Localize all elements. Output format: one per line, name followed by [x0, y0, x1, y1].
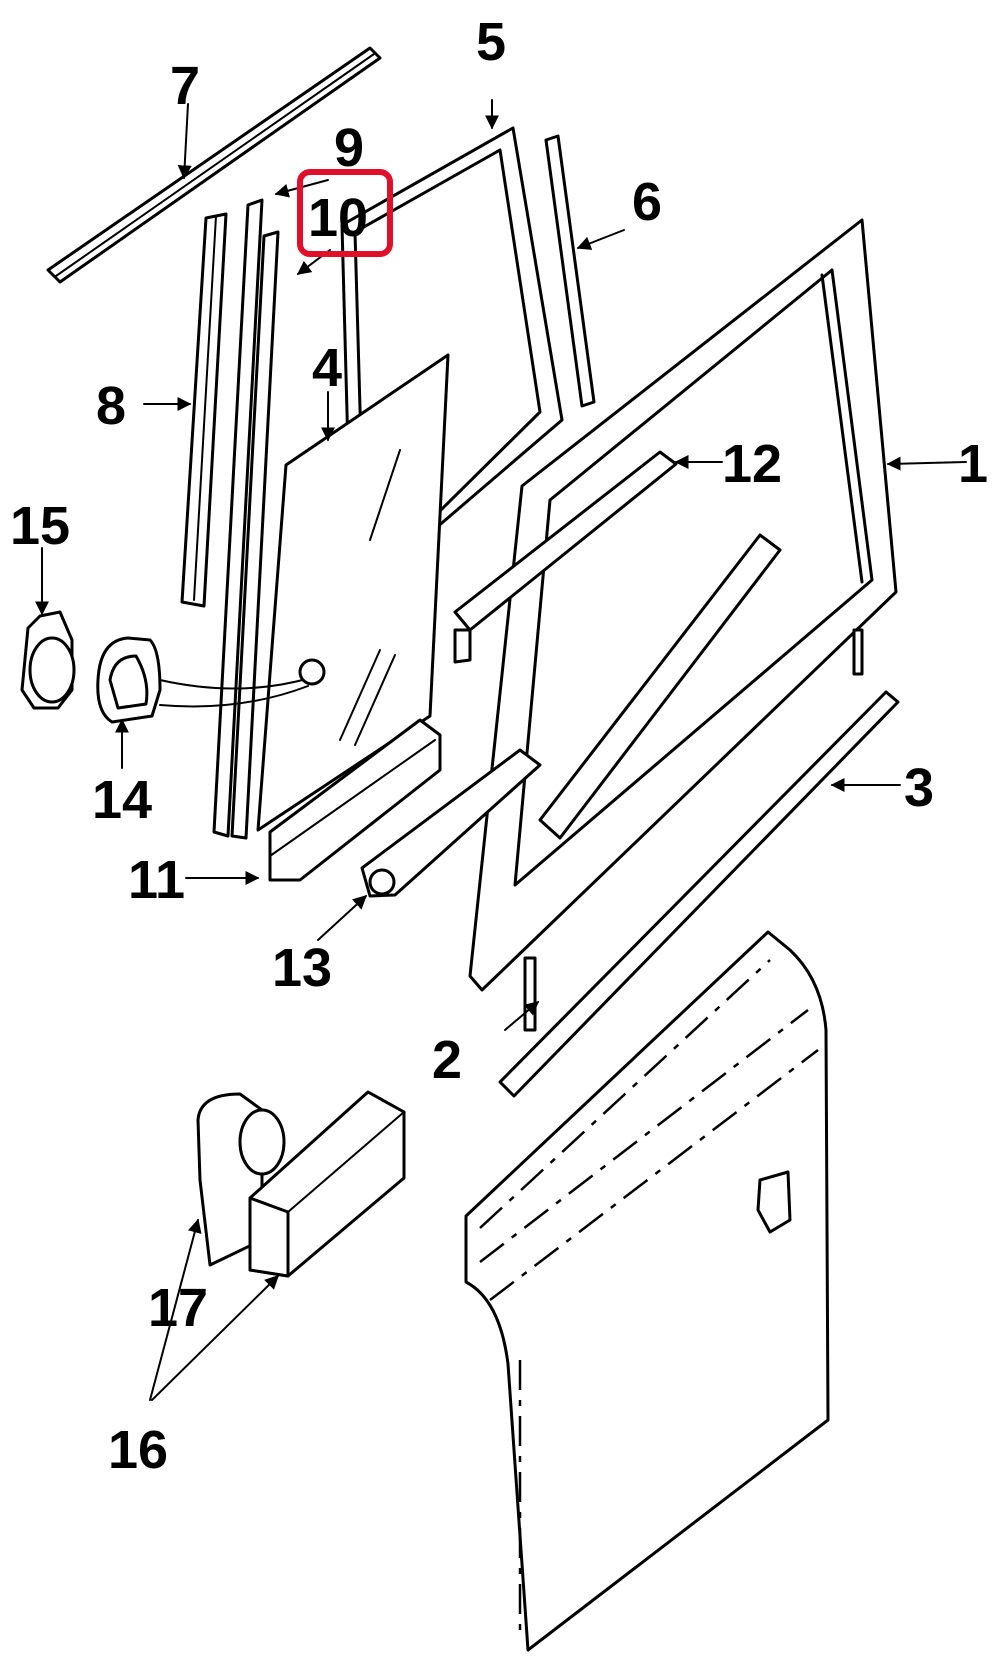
inner-runner [538, 533, 782, 840]
callout-1: 1 [958, 434, 988, 494]
part-14-escutcheon [96, 636, 326, 724]
pin-upper [852, 628, 864, 676]
callout-3: 3 [904, 758, 934, 818]
callout-11: 11 [128, 850, 185, 910]
part-15-bezel [20, 610, 76, 710]
callout-4: 4 [312, 338, 342, 398]
callout-8: 8 [96, 376, 126, 436]
part-17-cylinder [196, 1092, 286, 1267]
part-4-glass-pane [256, 353, 450, 832]
part-8-vertical-channel [180, 212, 228, 608]
callout-2: 2 [432, 1030, 462, 1090]
part-16-handle [248, 1090, 406, 1278]
callout-17: 17 [148, 1278, 208, 1338]
callout-13: 13 [272, 938, 332, 998]
callout-labels: 1 2 3 4 5 6 7 8 9 10 11 12 13 14 15 16 1… [10, 12, 988, 1480]
callout-highlight-box [297, 169, 393, 257]
part-9-run-channel [212, 198, 280, 840]
part-3-lower-weatherstrip [498, 690, 900, 1098]
callout-14: 14 [92, 770, 152, 830]
callout-9: 9 [334, 118, 364, 178]
callout-15: 15 [10, 496, 70, 556]
part-11-lower-channel [268, 718, 442, 882]
door-panel [464, 930, 830, 1652]
callout-6: 6 [632, 172, 662, 232]
part-6-side-strip [544, 134, 596, 408]
callout-16: 16 [108, 1420, 168, 1480]
part-13-runner [360, 748, 542, 898]
callout-7: 7 [170, 56, 200, 116]
part-7-top-weatherstrip [46, 46, 382, 284]
callout-5: 5 [476, 12, 506, 72]
callout-12: 12 [722, 434, 782, 494]
callout-10: 10 [308, 188, 368, 248]
part-2-pin [523, 956, 537, 1032]
